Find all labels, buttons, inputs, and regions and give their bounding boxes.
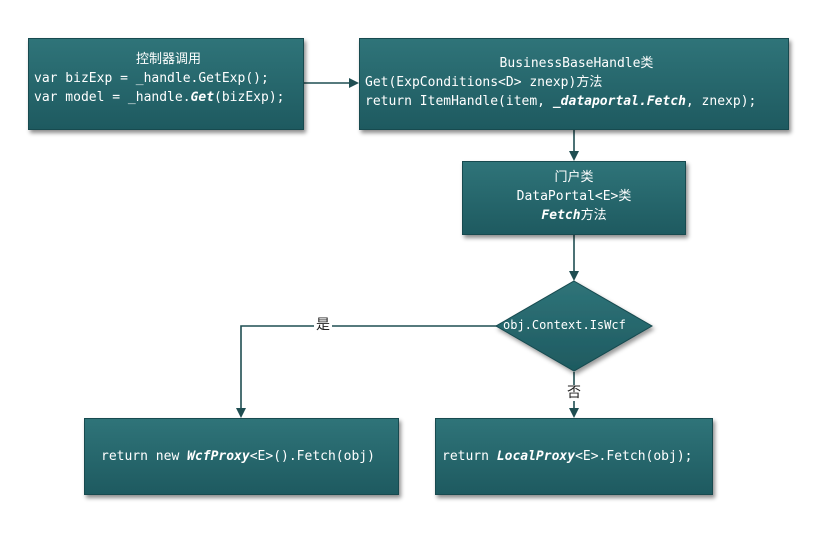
portal-line-1: 门户类 bbox=[554, 170, 594, 185]
portal-line-3-method: Fetch bbox=[541, 208, 581, 223]
wcf-proxy-class: WcfProxy bbox=[187, 449, 250, 464]
business-line-1: Get(ExpConditions<D> znexp)方法 bbox=[365, 75, 603, 90]
business-line-2-pre: return ItemHandle(item, bbox=[365, 94, 553, 109]
caller-line-2-pre: var model = _handle. bbox=[34, 90, 191, 105]
decision-text: obj.Context.IsWcf bbox=[503, 318, 626, 332]
caller-line-2: var model = _handle.Get(bizExp); bbox=[34, 88, 303, 107]
caller-line-2-post: (bizExp); bbox=[214, 90, 285, 105]
wcf-proxy-box: return new WcfProxy<E>().Fetch(obj) bbox=[84, 418, 399, 495]
portal-line-3-post: 方法 bbox=[580, 208, 607, 223]
caller-line-1: var bizExp = _handle.GetExp(); bbox=[34, 71, 269, 86]
local-proxy-box: return LocalProxy<E>.Fetch(obj); bbox=[435, 418, 713, 495]
business-line-2-post: , znexp); bbox=[685, 94, 757, 109]
decision-diamond bbox=[494, 280, 654, 372]
local-pre: return bbox=[442, 449, 497, 464]
caller-title: 控制器调用 bbox=[135, 52, 201, 67]
no-label: 否 bbox=[565, 385, 583, 401]
portal-line-3: Fetch方法 bbox=[463, 206, 685, 225]
wcf-line: return new WcfProxy<E>().Fetch(obj) bbox=[101, 447, 398, 466]
arrow-decision-yes bbox=[236, 325, 497, 418]
portal-line-2: DataPortal<E>类 bbox=[516, 189, 632, 204]
business-line-2-call: _dataportal.Fetch bbox=[552, 94, 686, 109]
local-proxy-class: LocalProxy bbox=[496, 449, 576, 464]
wcf-pre: return new bbox=[101, 449, 188, 464]
business-line-2: return ItemHandle(item, _dataportal.Fetc… bbox=[365, 92, 788, 111]
business-title: BusinessBaseHandle类 bbox=[499, 56, 654, 71]
local-post: <E>.Fetch(obj); bbox=[575, 449, 693, 464]
data-portal-box: 门户类 DataPortal<E>类 Fetch方法 bbox=[462, 161, 686, 235]
caller-line-2-method: Get bbox=[190, 90, 215, 105]
local-line: return LocalProxy<E>.Fetch(obj); bbox=[442, 447, 712, 466]
business-handle-box: BusinessBaseHandle类 Get(ExpConditions<D>… bbox=[359, 38, 789, 130]
caller-box: 控制器调用 var bizExp = _handle.GetExp(); var… bbox=[28, 38, 304, 130]
wcf-post: <E>().Fetch(obj) bbox=[249, 449, 375, 464]
yes-label: 是 bbox=[314, 317, 332, 333]
